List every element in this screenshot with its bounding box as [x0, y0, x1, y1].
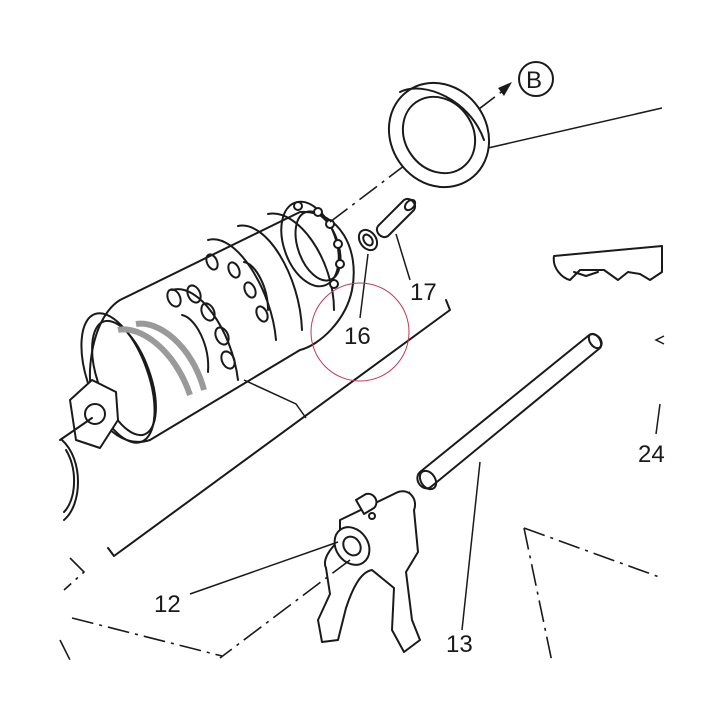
part-13-leader-line [461, 461, 481, 631]
cover-outline-left-lower [71, 617, 223, 657]
label-17: 17 [410, 279, 437, 306]
part-24-leader-line [655, 403, 661, 435]
part-24-bracket: 24 [552, 245, 665, 468]
part-18-leader-line [243, 379, 307, 419]
label-16: 16 [344, 323, 371, 350]
part-12-leader-line [189, 541, 339, 595]
cover-outline-right-vertical [523, 527, 553, 663]
part-17-pin: 17 [376, 198, 437, 306]
cover-outline-left-edge [59, 639, 71, 661]
label-24: 24 [638, 441, 665, 468]
ring-seal [387, 81, 663, 189]
part-16-washer: 16 [344, 228, 379, 350]
reference-mark-b-text: B [526, 67, 542, 94]
part-18-shift-drum [59, 200, 355, 521]
cover-outline-left [63, 557, 86, 591]
fork-axis-line [219, 559, 351, 659]
highlight-circle [310, 282, 410, 382]
part-18-bracket-line [107, 299, 451, 557]
label-13: 13 [446, 631, 473, 658]
ring-seal-leader-line [487, 107, 663, 149]
label-12: 12 [154, 591, 181, 618]
reference-mark-b: B [518, 61, 554, 97]
cover-outline-right [523, 527, 663, 579]
arrow-head-b [498, 82, 512, 96]
part-17-leader-line [395, 233, 411, 281]
part-13-shaft: 13 [416, 332, 603, 658]
part-12-shift-fork: 12 [154, 490, 421, 653]
part-16-leader-line [359, 253, 369, 319]
